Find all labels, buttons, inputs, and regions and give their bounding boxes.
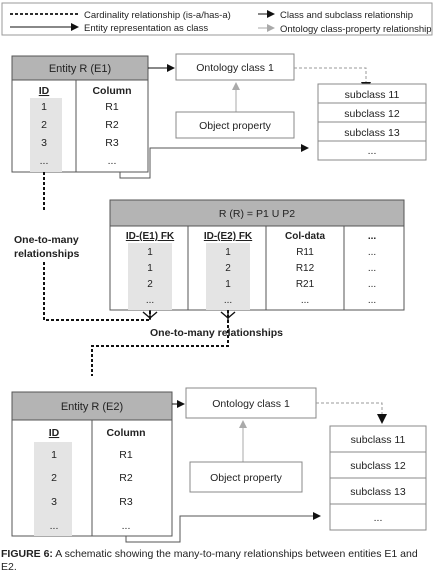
entity-e2-header: [11, 391, 173, 421]
e1-cardinality-line-lower: [43, 262, 151, 321]
entity-e2-col-column: Column: [106, 427, 145, 439]
relation-cell: 1: [225, 279, 231, 290]
subclass-item: ...: [374, 512, 383, 524]
diagram-canvas: Cardinality relationship (is-a/has-a) Cl…: [1, 2, 433, 543]
entity-e1-id-shade: [30, 98, 62, 172]
relation-cell: 2: [225, 263, 231, 274]
relation-table: R (R) = P1 U P2 ID-(E1) FK ID-(E2) FK Co…: [109, 199, 405, 311]
object-property-1-label: Object property: [199, 120, 272, 132]
entity-e2-row-id: 1: [51, 449, 57, 461]
entity-e1-table: Entity R (E1) ID Column 1 R1 2 R2 3 R3 .…: [11, 55, 149, 173]
entity-e1-row-id: 1: [41, 101, 47, 113]
caption-text: A schematic showing the many-to-many rel…: [1, 548, 418, 573]
relation-cell: R21: [296, 279, 315, 290]
relation-cell: 1: [225, 247, 231, 258]
relation-cell: 2: [147, 279, 153, 290]
ontology-group-2: Ontology class 1 Object property subclas…: [125, 387, 427, 543]
entity-e2-id-shade: [34, 442, 72, 536]
subclass-item: subclass 12: [350, 460, 406, 472]
entity-e1-row-id: ...: [40, 155, 49, 167]
one-to-many-left-label: One-to-many: [14, 234, 79, 246]
entity-e1-row-id: 2: [41, 119, 47, 131]
ontology-class-2-box: [185, 387, 317, 419]
legend: Cardinality relationship (is-a/has-a) Cl…: [1, 2, 433, 36]
entity-e1-row-value: ...: [108, 155, 117, 167]
relation-cell: ...: [368, 263, 376, 274]
relation-fk2-shade: [206, 243, 250, 310]
e2-cardinality-line: [91, 310, 229, 376]
relation-cell: ...: [301, 295, 309, 306]
entity-e2-row-value: ...: [122, 520, 131, 532]
one-to-many-bottom-label: One-to-many relationships: [150, 327, 283, 339]
ontology-group-1: Ontology class 1 Object property subclas…: [119, 53, 427, 179]
entity-e2-table: Entity R (E2) ID Column 1 R1 2 R2 3 R3 .…: [11, 391, 173, 537]
relation-cell: R12: [296, 263, 315, 274]
subclass-item: subclass 11: [351, 434, 406, 446]
class-to-subclass-link-2: [316, 402, 383, 414]
entity-e1-header: [11, 55, 149, 81]
relation-cell: ...: [368, 279, 376, 290]
one-to-many-connectors: One-to-many relationships One-to-many re…: [14, 172, 283, 376]
entity-e1-row-value: R1: [105, 101, 119, 113]
subclass-item: subclass 13: [344, 127, 400, 139]
entity-e2-row-id: 3: [51, 496, 57, 508]
object-property-1-box: [175, 111, 295, 139]
subclass-item: subclass 11: [345, 89, 400, 101]
entity-e2-title: Entity R (E2): [61, 401, 123, 413]
class-to-subclass-link: [294, 67, 367, 82]
crowfoot-fk1-icon: [142, 310, 158, 320]
relation-cell: ...: [146, 295, 154, 306]
class-to-subclass-arrowhead-2: [377, 414, 387, 424]
relation-col-header: Col-data: [285, 231, 325, 242]
entity-e1-col-column: Column: [92, 85, 131, 97]
relation-cell: ...: [368, 247, 376, 258]
entity-e1-row-id: 3: [41, 137, 47, 149]
entity-e1-col-id: ID: [39, 85, 50, 97]
entity-e1-title: Entity R (E1): [49, 63, 111, 75]
subclass-item: subclass 13: [350, 486, 406, 498]
entity-e1-to-subclass-arrow: [119, 144, 309, 179]
entity-e2-row-value: R2: [119, 472, 133, 484]
subclass-item: subclass 12: [344, 108, 400, 120]
entity-e2-row-id: 2: [51, 472, 57, 484]
entity-e2-col-id: ID: [49, 427, 60, 439]
legend-cardinality-text: Cardinality relationship (is-a/has-a): [84, 10, 231, 21]
legend-entity-class-text: Entity representation as class: [84, 23, 208, 34]
figure-caption: FIGURE 6: A schematic showing the many-t…: [1, 548, 433, 574]
relation-col-header: ID-(E2) FK: [204, 231, 253, 242]
object-property-2-label: Object property: [210, 472, 283, 484]
legend-class-property-text: Ontology class-property relationship: [280, 24, 432, 35]
relation-cell: ...: [368, 295, 376, 306]
ontology-class-2-label: Ontology class 1: [212, 398, 290, 410]
entity-e1-row-value: R3: [105, 137, 119, 149]
entity-e1-row-value: R2: [105, 119, 119, 131]
caption-prefix: FIGURE 6:: [1, 548, 53, 560]
relation-cell: 1: [147, 247, 153, 258]
relation-fk1-shade: [128, 243, 172, 310]
subclass-item: ...: [368, 145, 377, 157]
one-to-many-left-label: relationships: [14, 248, 80, 260]
relation-col-header: ...: [368, 231, 377, 242]
object-property-2-box: [189, 461, 303, 493]
relation-col-header: ID-(E1) FK: [126, 231, 175, 242]
entity-e2-row-id: ...: [50, 520, 59, 532]
legend-class-subclass-text: Class and subclass relationship: [280, 10, 413, 21]
relation-cell: ...: [224, 295, 232, 306]
relation-table-title: R (R) = P1 U P2: [219, 208, 295, 220]
ontology-class-1-label: Ontology class 1: [196, 62, 274, 74]
relation-cell: 1: [147, 263, 153, 274]
entity-e2-row-value: R3: [119, 496, 133, 508]
entity-e2-to-subclass-arrow: [125, 512, 321, 543]
ontology-class-1-box: [175, 53, 295, 81]
entity-e2-row-value: R1: [119, 449, 133, 461]
relation-cell: R11: [296, 247, 314, 258]
